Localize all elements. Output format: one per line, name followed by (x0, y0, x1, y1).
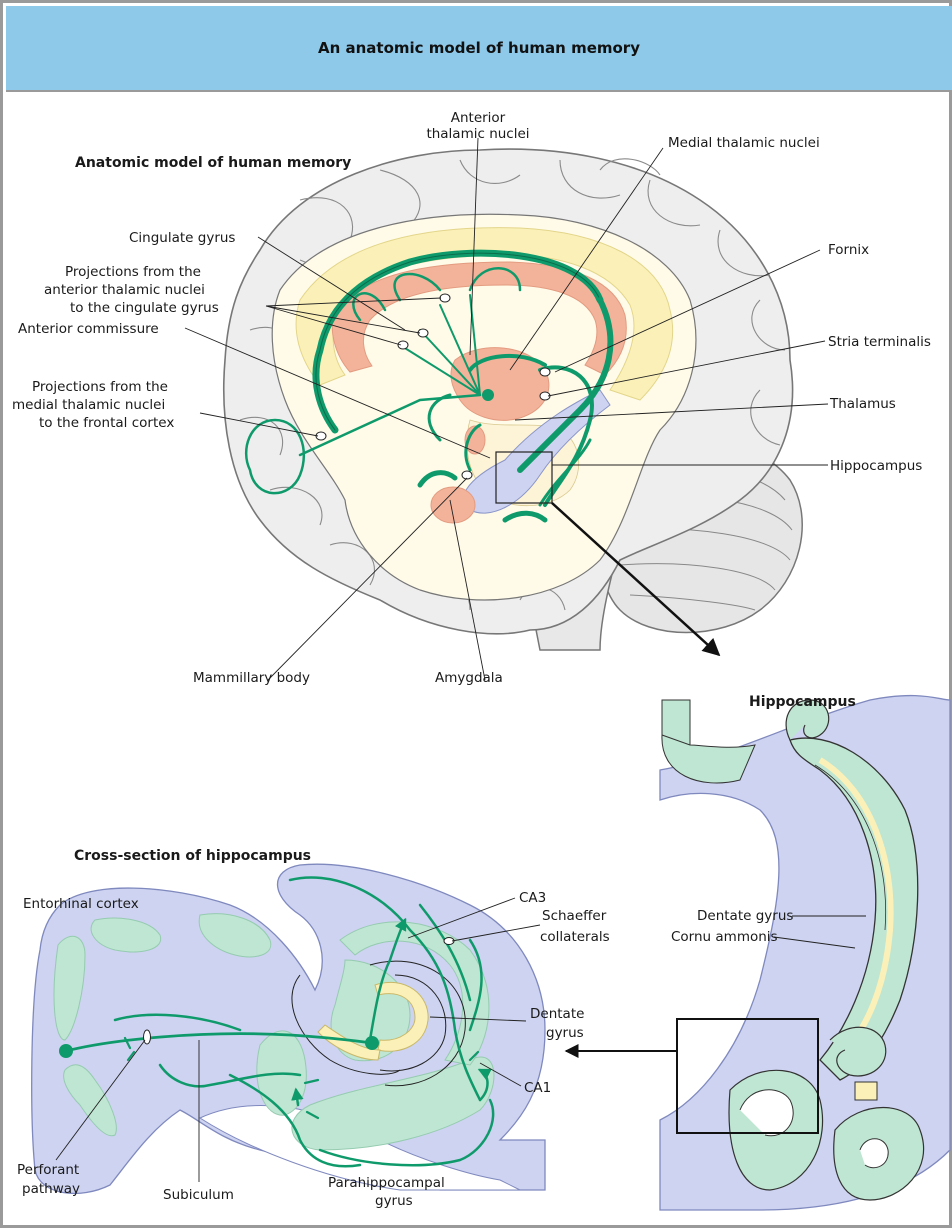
label-schaeffer-1: Schaeffer (542, 908, 607, 924)
label-anterior-commissure: Anterior commissure (18, 321, 159, 337)
label-proj-med-3: to the frontal cortex (39, 415, 174, 431)
label-ca3: CA3 (519, 890, 546, 906)
label-proj-ant-2: anterior thalamic nuclei (44, 282, 205, 298)
label-fornix: Fornix (828, 242, 869, 258)
label-cingulate: Cingulate gyrus (129, 230, 235, 246)
entorhinal-node (59, 1044, 73, 1058)
label-ca1: CA1 (524, 1080, 551, 1096)
label-dentate-1: Dentate (530, 1006, 584, 1022)
thalamus-node (482, 389, 494, 401)
label-parahippo-1: Parahippocampal (328, 1175, 445, 1191)
label-anterior-thalamic-2: thalamic nuclei (426, 126, 529, 142)
brain-heading: Anatomic model of human memory (75, 155, 351, 171)
label-parahippo-2: gyrus (375, 1193, 413, 1209)
label-amygdala: Amygdala (435, 670, 503, 686)
hippocampus-detail (660, 696, 950, 1210)
label-subiculum: Subiculum (163, 1187, 234, 1203)
label-mammillary: Mammillary body (193, 670, 310, 686)
label-entorhinal: Entorhinal cortex (23, 896, 139, 912)
label-thalamus: Thalamus (829, 396, 896, 412)
brain-illustration (224, 149, 802, 650)
label-proj-med-2: medial thalamic nuclei (12, 397, 165, 413)
label-proj-ant-3: to the cingulate gyrus (70, 300, 219, 316)
label-cornu: Cornu ammonis (671, 929, 778, 945)
label-hippocampus: Hippocampus (830, 458, 922, 474)
cross-section-illustration (32, 864, 545, 1193)
dentate-node (365, 1036, 379, 1050)
label-proj-med-1: Projections from the (32, 379, 168, 395)
label-schaeffer-2: collaterals (540, 929, 610, 945)
label-dentate-2: gyrus (546, 1025, 584, 1041)
label-perforant-2: pathway (22, 1181, 80, 1197)
label-medial-thalamic: Medial thalamic nuclei (668, 135, 820, 151)
label-anterior-thalamic-1: Anterior (451, 110, 506, 126)
hippocampus-heading: Hippocampus (749, 694, 856, 710)
label-perforant-1: Perforant (17, 1162, 79, 1178)
label-stria: Stria terminalis (828, 334, 931, 350)
cross-section-heading: Cross-section of hippocampus (74, 848, 311, 864)
label-proj-ant-1: Projections from the (65, 264, 201, 280)
label-dentate-hippo: Dentate gyrus (697, 908, 793, 924)
